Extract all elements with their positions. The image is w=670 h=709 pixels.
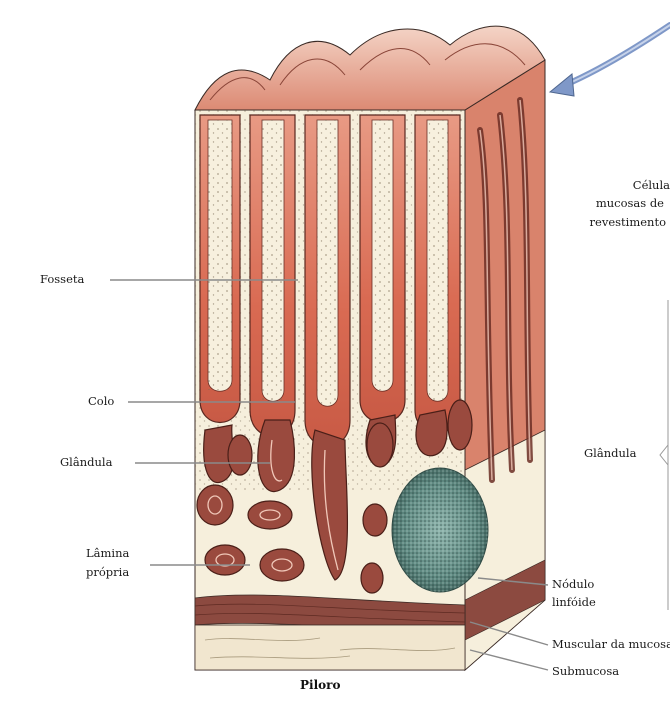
leader-lines <box>110 279 549 671</box>
pyloric-glands <box>196 399 473 594</box>
label-celula-line3: revestimento <box>589 215 666 229</box>
label-colo: Colo <box>88 394 115 408</box>
curved-arrow-icon <box>548 22 670 97</box>
mucosal-surface <box>194 25 546 111</box>
leader-nodulo <box>477 577 549 586</box>
submucosa <box>194 624 466 671</box>
muscularis-mucosae <box>194 594 466 631</box>
right-bracket-tick <box>659 444 669 466</box>
leader-muscular <box>469 621 549 646</box>
label-celula-line1: Célula <box>632 178 670 192</box>
label-muscular: Muscular da mucosa <box>552 637 670 651</box>
gastric-pits <box>199 114 461 447</box>
label-glandula: Glândula <box>60 455 113 469</box>
label-fosseta: Fosseta <box>40 272 85 286</box>
label-nodulo-line1: Nódulo <box>552 577 595 591</box>
lymphoid-nodule <box>391 467 489 593</box>
leader-submucosa <box>469 649 549 671</box>
label-nodulo-line2: linfóide <box>552 595 596 609</box>
label-lamina-line2: própria <box>86 565 130 579</box>
gland-lumens <box>207 439 339 572</box>
block-side-face <box>464 59 546 672</box>
label-celula-line2: mucosas de <box>595 196 664 210</box>
label-lamina-line1: Lâmina <box>86 546 130 560</box>
label-glandula-right: Glândula <box>584 446 637 460</box>
label-submucosa: Submucosa <box>552 664 620 678</box>
caption-piloro: Piloro <box>300 678 341 692</box>
